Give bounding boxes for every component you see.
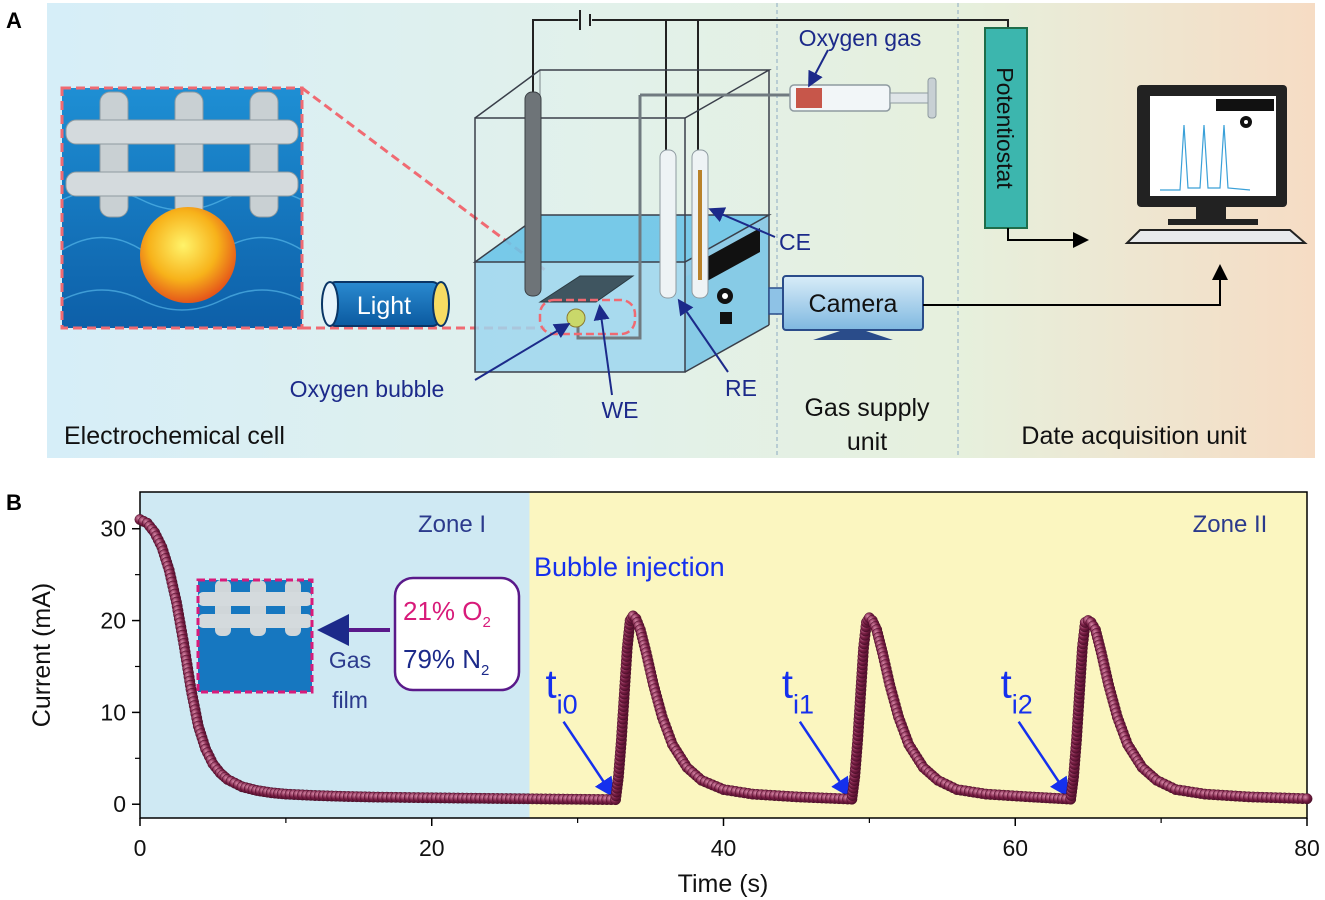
camera-device: [768, 275, 924, 340]
light-label: Light: [357, 292, 411, 320]
cell-wiring: [532, 19, 1009, 150]
svg-text:21% O2: 21% O2: [403, 596, 491, 631]
panel-b-label: B: [6, 490, 22, 515]
x-tick-label: 40: [711, 835, 737, 861]
n2-subscript: 2: [481, 662, 489, 679]
section-label-cell: Electrochemical cell: [64, 422, 285, 450]
axis-ticks: 0 20 40 60 80 0 10 20 30: [100, 516, 1319, 861]
oxygen-gas-label: Oxygen gas: [799, 25, 922, 51]
inset-bubble: [140, 207, 236, 303]
x-tick-label: 80: [1294, 835, 1320, 861]
potentiostat-box: [984, 27, 1028, 229]
camera-label: Camera: [809, 290, 898, 318]
t-marker-label: ti0: [546, 663, 578, 720]
panel-a-label: A: [6, 8, 22, 33]
computer-icon: [1124, 85, 1308, 244]
x-tick-label: 60: [1002, 835, 1028, 861]
gas-film-label-2: film: [332, 687, 368, 713]
section-label-daq: Date acquisition unit: [1021, 422, 1246, 450]
electrode-zoom-inset: [61, 88, 303, 328]
injection-arrow: [798, 720, 851, 798]
y-tick-label: 20: [100, 608, 126, 634]
x-axis-label: Time (s): [678, 870, 769, 898]
y-tick-label: 0: [113, 791, 126, 817]
gas-composition-box: [393, 576, 521, 692]
t-marker-label: ti2: [1001, 663, 1033, 720]
bubble-injection-label: Bubble injection: [534, 552, 725, 582]
gas-film-inset: [198, 580, 312, 692]
section-label-gas-1: Gas supply: [804, 394, 930, 422]
t-marker-label: ti1: [782, 663, 814, 720]
injection-arrow: [1017, 720, 1070, 798]
y-axis-label: Current (mA): [28, 583, 56, 727]
camera-to-computer-arrow: [923, 264, 1228, 306]
svg-text:79% N2: 79% N2: [403, 644, 489, 679]
o2-label: 21% O: [403, 596, 483, 626]
zone-2-label: Zone II: [1193, 511, 1268, 538]
potentiostat-to-computer-arrow: [1007, 228, 1089, 248]
y-tick-label: 30: [100, 516, 126, 542]
re-label: RE: [725, 375, 757, 401]
x-tick-label: 20: [419, 835, 445, 861]
o2-subscript: 2: [483, 614, 491, 631]
gas-film-label-1: Gas: [329, 647, 371, 673]
we-label: WE: [601, 397, 638, 423]
injection-arrow: [562, 720, 615, 798]
gas-film-inset-frame: [196, 578, 314, 694]
oxygen-bubble-label: Oxygen bubble: [290, 376, 445, 402]
data-points: [134, 514, 1313, 806]
section-label-gas-2: unit: [847, 428, 887, 456]
x-tick-label: 0: [134, 835, 147, 861]
oxygen-bubble-marker: [566, 308, 586, 328]
n2-label: 79% N: [403, 644, 481, 674]
potentiostat-label: Potentiostat: [992, 67, 1018, 189]
syringe: [640, 77, 937, 119]
light-source: Light: [321, 281, 450, 327]
ce-label: CE: [779, 229, 811, 255]
inset-frame: [60, 86, 304, 330]
injection-arrows: ti0 ti1 ti2: [546, 663, 1070, 798]
zone-1-label: Zone I: [418, 511, 486, 538]
data-point: [1301, 793, 1313, 805]
y-tick-label: 10: [100, 699, 126, 725]
glass-cell: [472, 69, 772, 373]
